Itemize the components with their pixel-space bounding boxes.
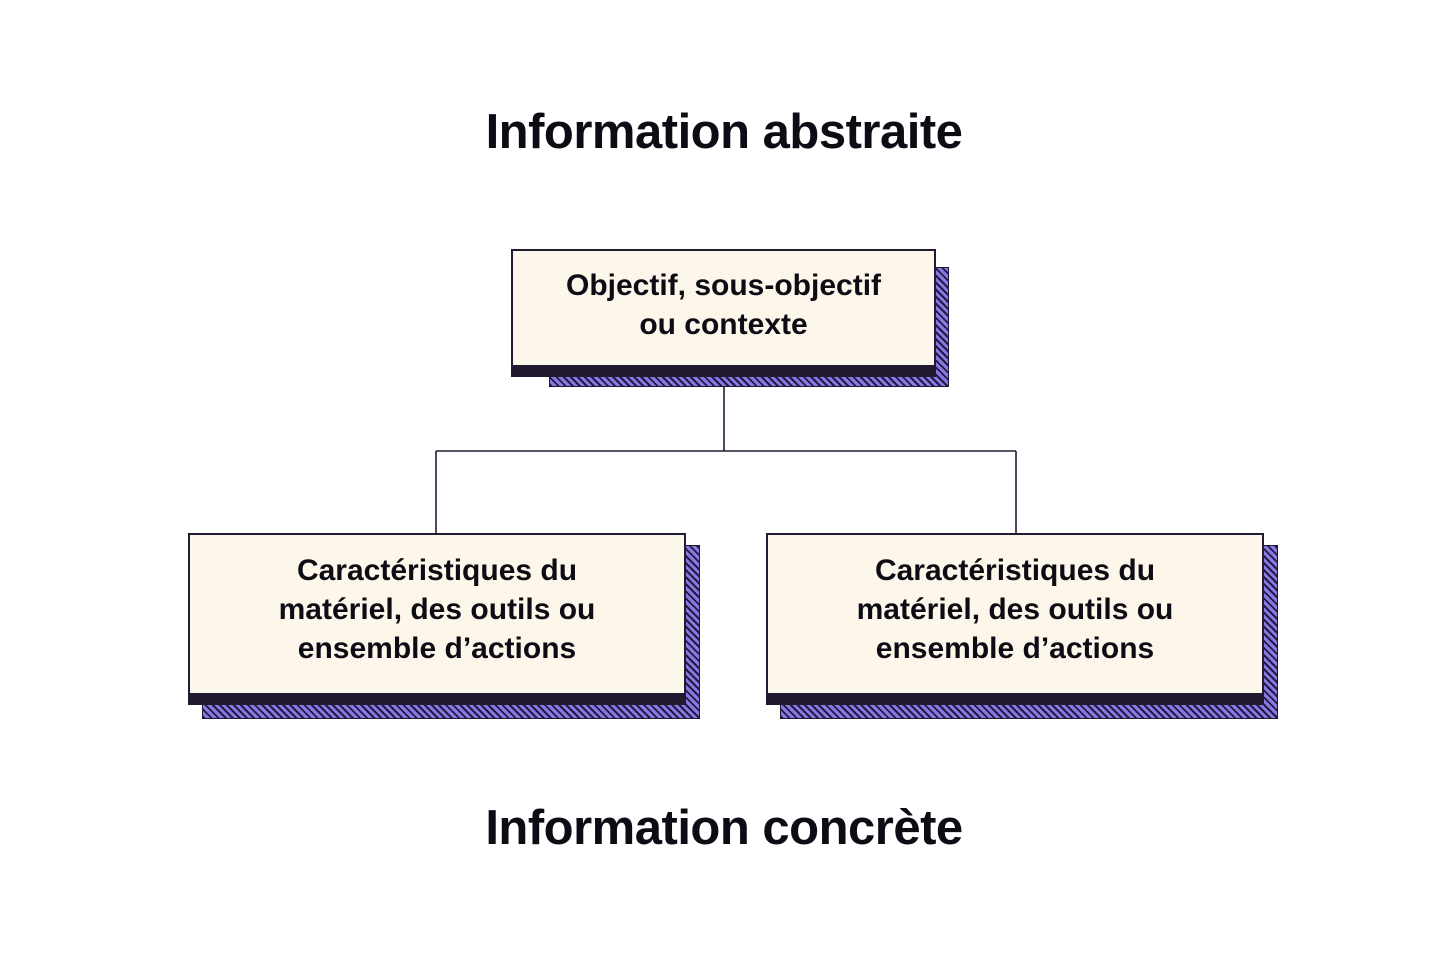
node-label: Caractéristiques du matériel, des outils… <box>278 553 596 665</box>
node-card: Objectif, sous-objectif ou contexte <box>511 249 936 377</box>
node-card: Caractéristiques du matériel, des outils… <box>766 533 1264 705</box>
diagram-title-top: Information abstraite <box>485 105 963 159</box>
node-characteristics-right: Caractéristiques du matériel, des outils… <box>766 533 1279 719</box>
diagram-title-bottom: Information concrète <box>485 801 963 855</box>
node-label: Caractéristiques du matériel, des outils… <box>856 553 1174 665</box>
node-label: Objectif, sous-objectif ou contexte <box>565 269 882 341</box>
connector-line <box>435 386 1017 534</box>
node-card: Caractéristiques du matériel, des outils… <box>188 533 686 705</box>
node-characteristics-left: Caractéristiques du matériel, des outils… <box>188 533 701 719</box>
node-goal-context: Objectif, sous-objectif ou contexte <box>511 249 949 387</box>
